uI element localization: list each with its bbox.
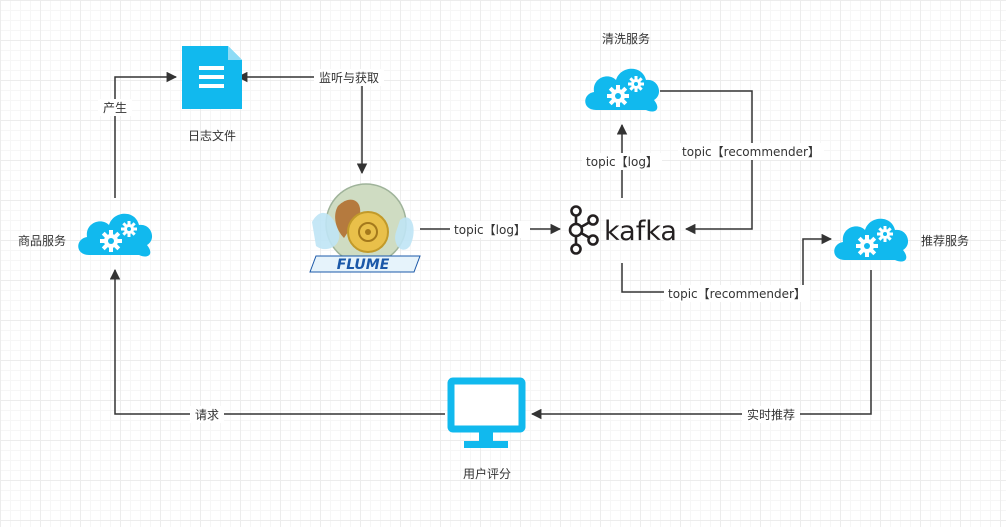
edge-label-kafka-to-cleaning: topic【log】 [586,155,658,169]
cleaning-service-node: 清洗服务 [585,31,660,112]
edge-label-produce: 产生 [103,101,127,115]
monitor-icon [447,377,526,448]
edge-label-request: 请求 [195,408,219,422]
edge-label-realtime-recommend: 实时推荐 [747,407,795,422]
product-service-node: 商品服务 [18,213,153,257]
flume-logo-text: FLUME [337,257,390,273]
edge-label-flume-to-kafka: topic【log】 [454,223,526,237]
user-rating-label: 用户评分 [463,466,511,481]
cloud-gear-icon [834,218,909,262]
recommend-service-label: 推荐服务 [921,233,969,248]
recommend-service-node: 推荐服务 [834,218,969,262]
kafka-node: kafka [568,205,677,255]
flume-node: FLUME [309,183,421,273]
edge-request [109,268,445,415]
edge-monitor-fetch [236,71,368,175]
edge-label-cleaning-to-kafka: topic【recommender】 [682,145,820,159]
edge-label-monitor-fetch: 监听与获取 [319,71,379,85]
log-file-node: 日志文件 [182,46,242,143]
cleaning-service-label: 清洗服务 [602,31,650,46]
edge-label-kafka-to-recommend: topic【recommender】 [668,287,806,301]
kafka-logo: kafka [568,205,677,255]
log-file-label: 日志文件 [188,128,236,143]
user-rating-node: 用户评分 [447,377,526,481]
product-service-label: 商品服务 [18,233,66,248]
kafka-logo-text: kafka [604,216,677,247]
edge-realtime-recommend [530,270,872,420]
flume-logo: FLUME [309,183,421,273]
cloud-gear-icon [78,213,153,257]
edge-produce [114,71,178,198]
document-icon [182,46,242,109]
cloud-gear-icon [585,68,660,112]
